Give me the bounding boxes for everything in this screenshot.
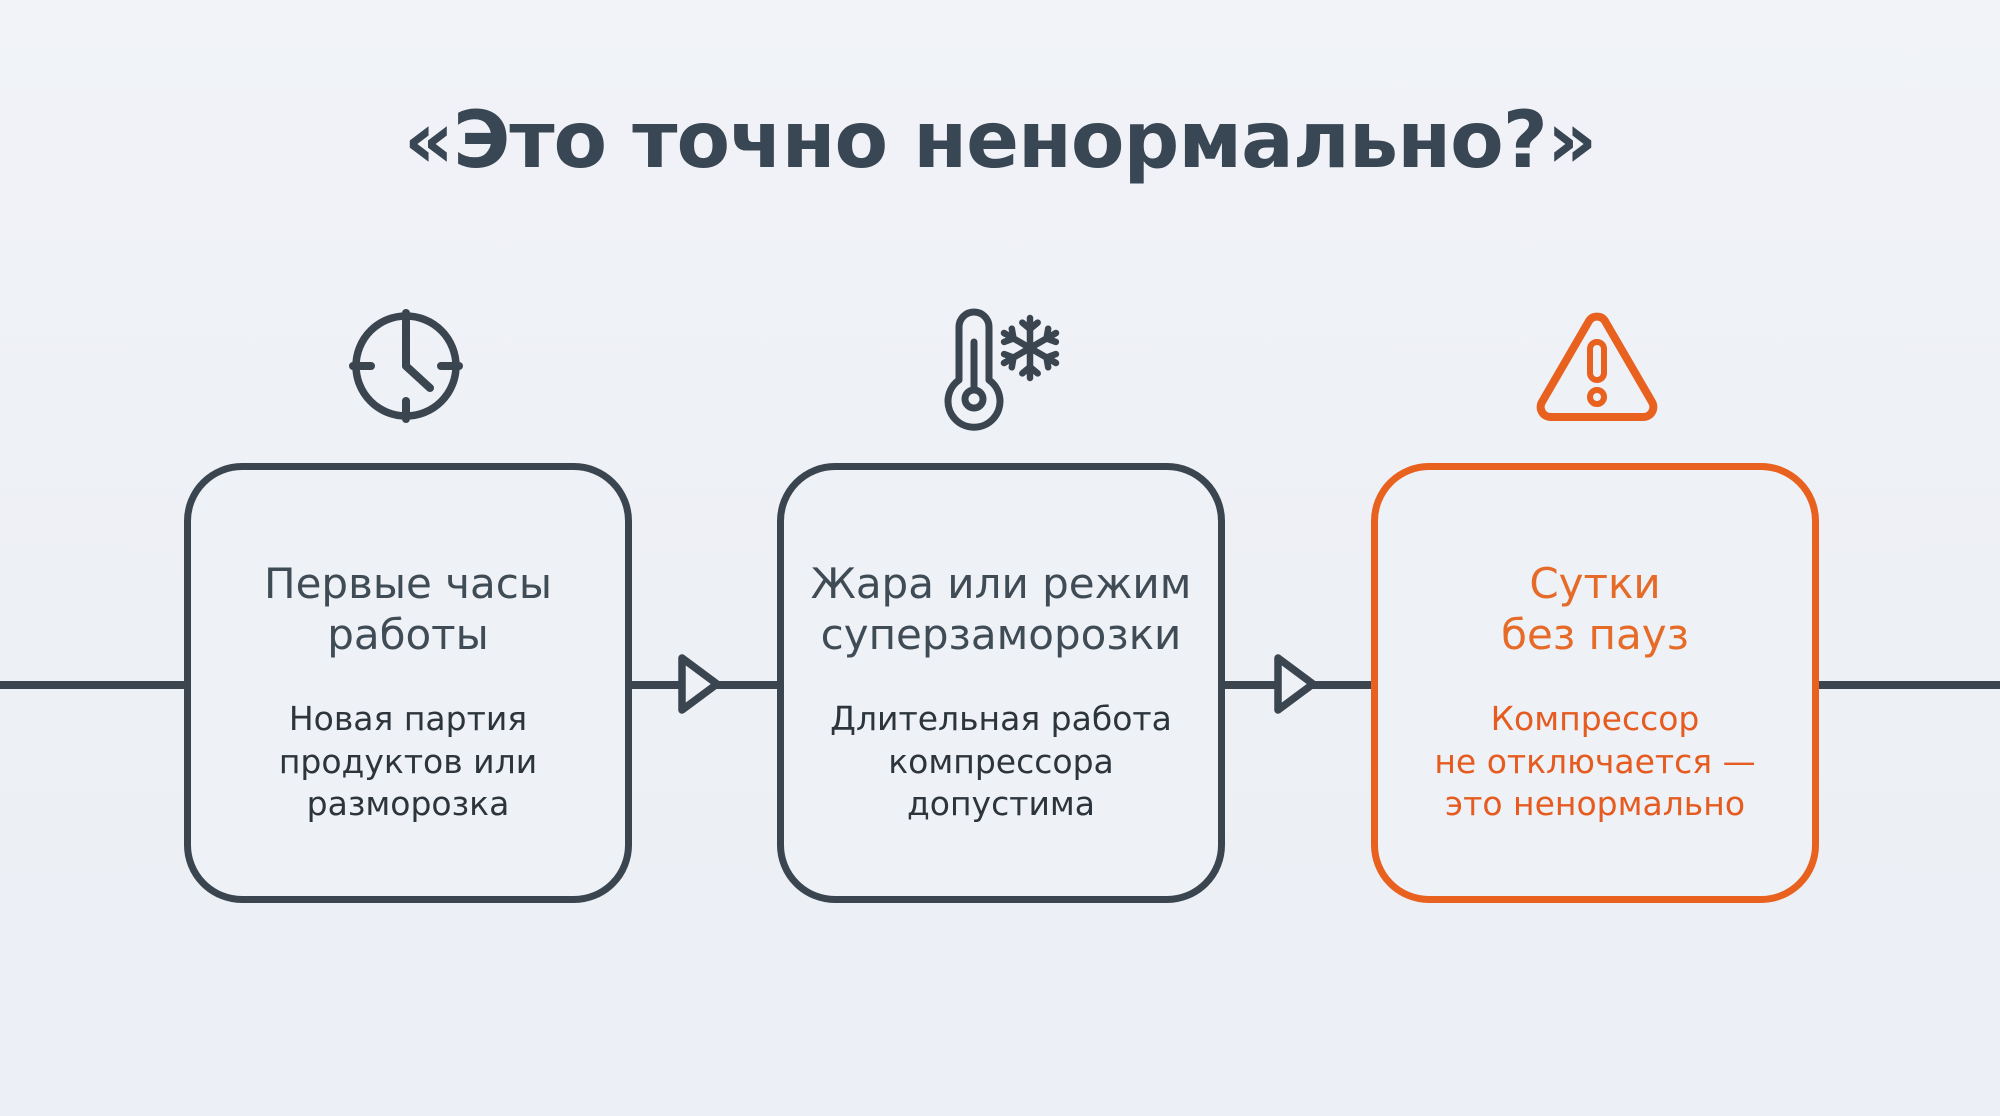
card-body-line: Длительная работа — [830, 699, 1172, 739]
card-title: Сутки без пауз — [1378, 558, 1812, 660]
card-body-line: продуктов или — [278, 741, 538, 781]
card-body-line: разморозка — [306, 783, 510, 823]
card-title: Жара или режим суперзаморозки — [784, 558, 1218, 660]
card-title-line: суперзаморозки — [820, 610, 1182, 660]
card-first-hours: Первые часы работы Новая партия продукто… — [184, 463, 632, 903]
card-body-line: не отключается — — [1434, 741, 1756, 781]
card-title-line: Жара или режим — [810, 559, 1192, 608]
arrow-right-icon — [678, 654, 721, 714]
card-title: Первые часы работы — [191, 558, 625, 660]
arrow-right-icon — [1274, 654, 1317, 714]
card-body: Длительная работа компрессора допустима — [784, 698, 1218, 825]
card-title-line: работы — [327, 610, 489, 660]
card-body-line: компрессора — [888, 741, 1114, 781]
card-body-line: допустима — [906, 783, 1096, 823]
clock-icon — [349, 309, 463, 423]
card-body: Компрессор не отключается — это ненормал… — [1378, 698, 1812, 825]
card-day-without-pause: Сутки без пауз Компрессор не отключается… — [1371, 463, 1819, 903]
card-body-line: это ненормально — [1444, 783, 1746, 823]
card-heat-superfreeze: Жара или режим суперзаморозки Длительная… — [777, 463, 1225, 903]
card-body: Новая партия продуктов или разморозка — [191, 698, 625, 825]
card-body-line: Компрессор — [1490, 699, 1700, 739]
card-body-line: Новая партия — [288, 699, 528, 739]
page-title: «Это точно ненормально?» — [403, 96, 1598, 186]
warning-triangle-icon — [1536, 312, 1658, 421]
card-title-line: Первые часы — [264, 559, 552, 608]
card-title-line: Сутки — [1529, 559, 1661, 608]
card-title-line: без пауз — [1501, 610, 1689, 660]
thermometer-snowflake-icon — [944, 308, 1060, 431]
